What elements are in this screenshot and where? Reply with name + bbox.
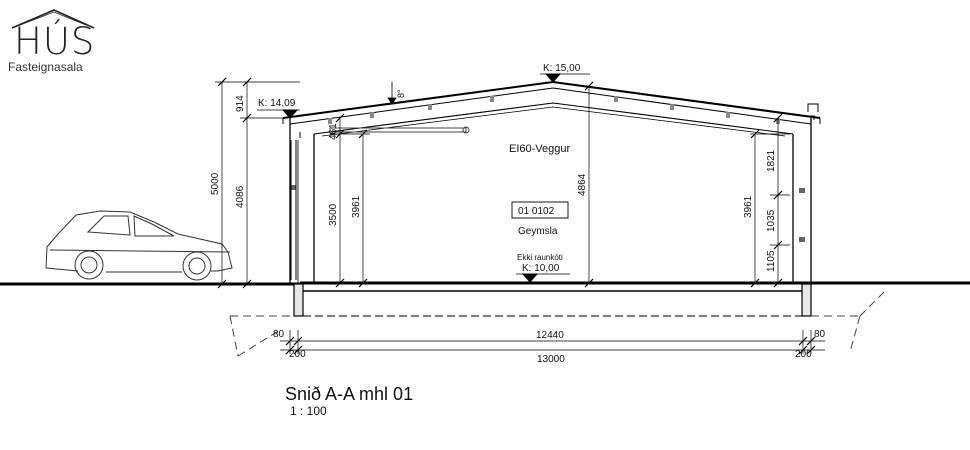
logo-tagline: Fasteignasala [8,60,83,74]
room-number-box [511,201,569,219]
wall-brackets [291,185,805,242]
roof-angle-label: 8° [396,89,406,98]
dimension-ticks [217,77,783,289]
logo-name: HÚS [14,20,96,63]
car-icon [45,210,233,281]
dim-461: 461 [328,123,339,140]
dim-1821: 1821 [766,149,777,172]
dim-200-right: 200 [795,349,812,360]
dim-ridge-height: 4864 [577,173,588,196]
walls [289,118,812,283]
roof-angle-marker [387,82,397,105]
dim-inner-width: 12440 [536,330,564,341]
vertical-dimensions [215,81,790,284]
ground-line [0,281,970,286]
slab-note: Ekki raunkóti [517,253,563,262]
gutter [806,103,819,120]
door-rail [329,126,470,134]
dim-200-left: 200 [289,349,306,360]
roof [282,80,821,138]
dim-80-left: 80 [273,329,285,340]
dim-80-right: 80 [814,329,826,340]
downpipe [290,140,297,280]
room-name: Geymsla [518,226,558,237]
drawing-title: Snið A-A mhl 01 [285,384,414,404]
dim-eave-height: 4086 [235,185,246,208]
room-number: 01 0102 [518,206,555,217]
wall-label: EI60-Veggur [509,143,570,155]
ridge-elevation: K: 15,00 [543,63,581,74]
drawing-scale: 1 : 100 [290,404,327,418]
dim-total-width: 13000 [537,354,565,365]
dim-3961-left: 3961 [351,195,362,218]
excavation-lines [229,289,887,357]
dim-total-height: 5000 [210,172,221,195]
eave-elevation-left: K: 14,09 [258,98,296,109]
dim-1035: 1035 [766,209,777,232]
dim-1105: 1105 [766,250,777,272]
dim-roof-rise: 914 [235,95,246,112]
logo-roof-icon [11,9,95,29]
floor-slab [293,281,812,317]
horizontal-dimension-ticks [285,336,816,355]
dim-3500: 3500 [328,203,339,226]
elevation-markers [257,73,590,283]
floor-elevation: K: 10,00 [522,263,560,274]
dim-3961-right: 3961 [743,195,754,218]
